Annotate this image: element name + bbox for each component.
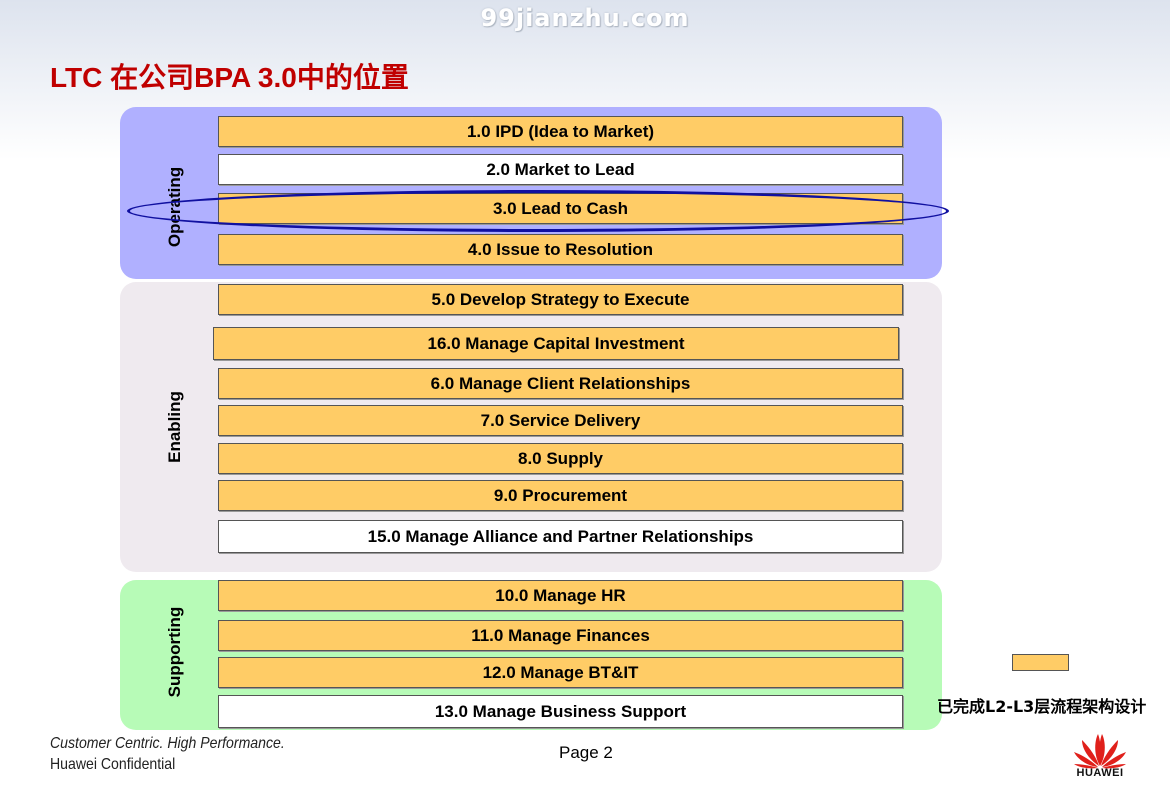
process-bar-9: 9.0 Procurement <box>218 480 903 511</box>
process-label: 9.0 Procurement <box>493 485 628 505</box>
page-number: Page 2 <box>559 743 613 762</box>
process-bar-7: 7.0 Service Delivery <box>218 405 903 436</box>
huawei-logo-text: HUAWEI <box>1076 767 1124 779</box>
process-bar-10: 10.0 Manage HR <box>218 580 903 611</box>
process-label: 4.0 Issue to Resolution <box>467 239 654 259</box>
process-label: 15.0 Manage Alliance and Partner Relatio… <box>367 526 754 546</box>
legend-swatch <box>1012 654 1069 671</box>
process-bar-12: 12.0 Manage BT&IT <box>218 657 903 688</box>
process-label: 5.0 Develop Strategy to Execute <box>431 289 690 309</box>
process-label: 7.0 Service Delivery <box>480 410 641 430</box>
process-label: 11.0 Manage Finances <box>471 625 650 645</box>
process-label: 1.0 IPD (Idea to Market) <box>466 121 655 141</box>
process-label: 16.0 Manage Capital Investment <box>427 333 685 353</box>
process-label: 10.0 Manage HR <box>495 585 626 605</box>
process-label: 2.0 Market to Lead <box>486 159 635 179</box>
process-bar-1: 1.0 IPD (Idea to Market) <box>218 116 903 147</box>
process-bar-16: 16.0 Manage Capital Investment <box>213 327 899 360</box>
legend-label: 已完成L2-L3层流程架构设计 <box>937 697 1147 716</box>
process-bar-15: 15.0 Manage Alliance and Partner Relatio… <box>218 520 903 553</box>
process-label: 13.0 Manage Business Support <box>434 701 687 721</box>
process-bar-4: 4.0 Issue to Resolution <box>218 234 903 265</box>
process-bar-8: 8.0 Supply <box>218 443 903 474</box>
process-label: 8.0 Supply <box>517 448 604 468</box>
process-label: 6.0 Manage Client Relationships <box>430 373 691 393</box>
slide-title: LTC 在公司BPA 3.0中的位置 <box>50 62 409 93</box>
footer-confidential: Huawei Confidential <box>50 756 176 773</box>
group-label-enabling: Enabling <box>165 391 184 463</box>
process-bar-2: 2.0 Market to Lead <box>218 154 903 185</box>
highlight-ellipse <box>127 190 949 232</box>
footer-tagline: Customer Centric. High Performance. <box>50 735 285 752</box>
huawei-petal-icon <box>1074 734 1126 769</box>
process-bar-6: 6.0 Manage Client Relationships <box>218 368 903 399</box>
group-label-supporting: Supporting <box>165 606 184 698</box>
process-bar-13: 13.0 Manage Business Support <box>218 695 903 728</box>
watermark: 99jianzhu.com <box>480 4 690 32</box>
process-bar-11: 11.0 Manage Finances <box>218 620 903 651</box>
process-bar-5: 5.0 Develop Strategy to Execute <box>218 284 903 315</box>
process-label: 12.0 Manage BT&IT <box>482 662 639 682</box>
